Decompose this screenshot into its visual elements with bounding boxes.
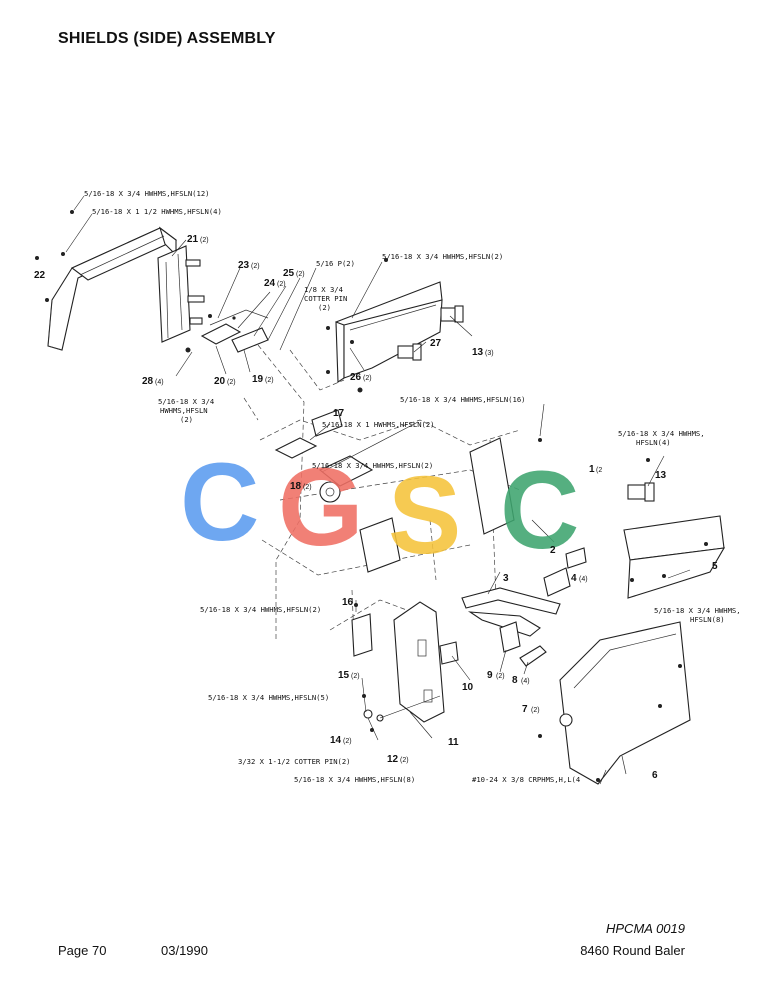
- callout-20: 20: [214, 376, 226, 387]
- fasteners-upper-middle: [326, 258, 388, 393]
- callout-8-qty: (4): [521, 678, 530, 685]
- latch-13-upper: [397, 305, 464, 361]
- label-hardware: HFSLN(8): [690, 615, 725, 624]
- label-hardware: 5/16-18 X 3/4 HWHMS,HFSLN(12): [84, 189, 210, 198]
- label-hardware: 5/16-18 X 3/4 HWHMS,HFSLN(16): [400, 395, 526, 404]
- document-code: HPCMA 0019: [606, 921, 685, 936]
- channel-3: [461, 587, 561, 637]
- label-hardware: 5/16-18 X 3/4 HWHMS,: [654, 606, 741, 615]
- callout-15-qty: (2): [351, 673, 360, 680]
- label-hardware: 5/16-18 X 3/4 HWHMS,HFSLN(2): [312, 461, 433, 470]
- callout-9: 9: [487, 670, 493, 681]
- cgsc-watermark: C G S C: [180, 441, 579, 577]
- callout-23-qty: (2): [251, 263, 260, 270]
- label-cotter-pin: 3/32 X 1-1/2 COTTER PIN(2): [238, 757, 351, 766]
- callout-19: 19: [252, 374, 264, 385]
- shield-mount-bracket-21: [157, 245, 205, 343]
- side-shield-27: [335, 281, 443, 384]
- bracket-8: [519, 567, 571, 667]
- callout-26-qty: (2): [363, 375, 372, 382]
- footer-model: 8460 Round Baler: [580, 943, 685, 958]
- center-pivot-assembly: [274, 409, 515, 573]
- callout-4-qty: (4): [579, 576, 588, 583]
- callout-14-qty: (2): [343, 738, 352, 745]
- callout-5: 5: [712, 561, 718, 572]
- callout-13-upper: 13: [472, 347, 484, 358]
- callout-26: 26: [350, 372, 362, 383]
- watermark-letter-g: G: [278, 446, 364, 569]
- callout-24: 24: [264, 278, 276, 289]
- callout-13-upper-qty: (3): [485, 350, 494, 357]
- callout-2: 2: [550, 545, 556, 556]
- callout-18: 18: [290, 481, 302, 492]
- callout-1: 1: [589, 464, 595, 475]
- bracket-4: [565, 547, 587, 569]
- label-hardware: HWHMS,HFSLN: [160, 406, 208, 415]
- callout-3: 3: [503, 573, 509, 584]
- callout-4: 4: [571, 573, 577, 584]
- label-hardware: 5/16-18 X 3/4 HWHMS,HFSLN(8): [294, 775, 415, 784]
- label-hardware: 5/16 P(2): [316, 259, 355, 268]
- callout-9-qty: (2): [496, 673, 505, 680]
- leader-lines: [65, 195, 691, 785]
- callout-28: 28: [142, 376, 154, 387]
- label-hardware: #10-24 X 3/8 CRPHMS,H,L(4: [472, 775, 580, 784]
- label-cotter-pin: COTTER PIN: [304, 294, 347, 303]
- side-shield-22: [47, 226, 178, 351]
- label-cotter-pin: (2): [318, 303, 331, 312]
- callout-12: 12: [387, 754, 399, 765]
- callout-7-qty: (2): [531, 707, 540, 714]
- callout-25: 25: [283, 268, 295, 279]
- callout-11: 11: [448, 737, 459, 748]
- label-hardware: 5/16-18 X 3/4 HWHMS,HFSLN(5): [208, 693, 329, 702]
- label-hardware: 5/16-18 X 3/4: [158, 397, 214, 406]
- callout-22: 22: [34, 270, 46, 281]
- callout-19-qty: (2): [265, 377, 274, 384]
- callout-25-qty: (2): [296, 271, 305, 278]
- panel-11: [393, 601, 459, 723]
- callout-13-right: 13: [655, 470, 667, 481]
- page-title: SHIELDS (SIDE) ASSEMBLY: [58, 30, 276, 47]
- callout-7: 7: [522, 704, 528, 715]
- callout-23: 23: [238, 260, 250, 271]
- label-hardware: 5/16-18 X 1 HWHMS,HFSLN(2): [322, 420, 435, 429]
- bracket-9: [499, 621, 521, 653]
- side-shield-6: [559, 621, 691, 785]
- callout-10: 10: [462, 682, 474, 693]
- callout-8: 8: [512, 675, 518, 686]
- label-hardware: HFSLN(4): [636, 438, 671, 447]
- footer-page-number: Page 70: [58, 943, 107, 958]
- label-hardware: 5/16-18 X 3/4 HWHMS,: [618, 429, 705, 438]
- label-hardware: 5/16-18 X 3/4 HWHMS,HFSLN(2): [200, 605, 321, 614]
- callout-21: 21: [187, 234, 199, 245]
- callout-12-qty: (2): [400, 757, 409, 764]
- callout-20-qty: (2): [227, 379, 236, 386]
- callout-15: 15: [338, 670, 350, 681]
- footer-date: 03/1990: [161, 943, 208, 958]
- label-hardware: 5/16-18 X 1 1/2 HWHMS,HFSLN(4): [92, 207, 222, 216]
- callout-21-qty: (2): [200, 237, 209, 244]
- callout-24-qty: (2): [277, 281, 286, 288]
- door-shield-5: [623, 515, 726, 599]
- label-hardware: 5/16-18 X 3/4 HWHMS,HFSLN(2): [382, 252, 503, 261]
- hardware-labels: 5/16-18 X 3/4 HWHMS,HFSLN(12) 5/16-18 X …: [84, 189, 741, 784]
- callout-18-qty: (2): [303, 484, 312, 491]
- label-hardware: (2): [180, 415, 193, 424]
- callout-6: 6: [652, 770, 658, 781]
- callout-27: 27: [430, 338, 442, 349]
- callout-1-qty: (2: [596, 467, 602, 474]
- part-callouts: 21 (2) 22 23 (2) 24 (2) 25 (2) 27 13 (3)…: [34, 234, 718, 781]
- label-cotter-pin: 1/8 X 3/4: [304, 285, 343, 294]
- watermark-letter-c1: C: [180, 441, 259, 564]
- watermark-letter-c2: C: [500, 449, 579, 572]
- fasteners-upper-left: [35, 210, 236, 353]
- latch-13-right: [627, 482, 655, 502]
- callout-28-qty: (4): [155, 379, 164, 386]
- watermark-letter-s: S: [388, 454, 461, 577]
- callout-17: 17: [333, 408, 345, 419]
- callout-16: 16: [342, 597, 354, 608]
- callout-14: 14: [330, 735, 342, 746]
